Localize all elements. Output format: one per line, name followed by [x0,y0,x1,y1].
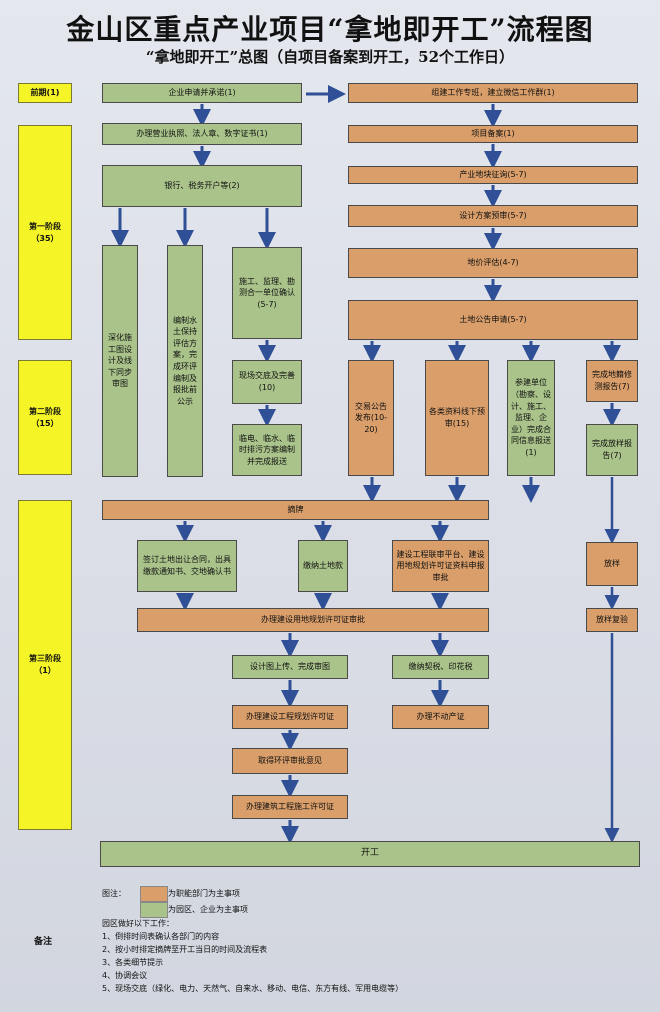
node-site-briefing: 现场交底及完善(10) [232,360,302,404]
node-construction-permit: 办理建筑工程施工许可证 [232,795,348,819]
notes-item-5: 5、现场交底（绿化、电力、天然气、自来水、移动、电信、东方有线、军用电缆等） [102,984,404,993]
node-design-prereview: 设计方案预审(5-7) [348,205,638,227]
node-engineering-planning-permit: 办理建设工程规划许可证 [232,705,348,729]
node-delisting: 摘牌 [102,500,489,520]
legend-green-text: 为园区、企业为主事项 [168,905,248,914]
node-setout-report: 完成放样报告(7) [586,424,638,476]
node-project-filing: 项目备案(1) [348,125,638,143]
node-land-contract: 签订土地出让合同，出具缴款通知书、交地确认书 [137,540,237,592]
stage-pre: 前期(1) [18,83,72,103]
legend-orange-text: 为职能部门为主事项 [168,889,240,898]
node-business-license: 办理营业执照、法人章、数字证书(1) [102,123,302,145]
node-setout: 放样 [586,542,638,586]
notes-item-1: 1、倒排时间表确认各部门的内容 [102,932,220,941]
page-subtitle: “拿地即开工”总图（自项目备案到开工，52个工作日） [145,48,515,66]
stage-one: 第一阶段（35） [18,125,72,340]
node-property-certificate: 办理不动产证 [392,705,489,729]
node-bank-tax: 银行、税务开户等(2) [102,165,302,207]
node-deed-tax: 缴纳契税、印花税 [392,655,489,679]
node-planning-platform: 建设工程联审平台、建设用地规划许可证资料申报审批 [392,540,489,592]
notes-label: 备注 [34,937,53,947]
node-trade-announcement: 交易公告发布(10-20) [348,360,394,476]
legend-orange-swatch [140,886,168,902]
node-water-soil-eia: 编制水土保持评估方案，完成环评编制及报批前公示 [167,245,203,477]
node-land-announcement: 土地公告申请(5-7) [348,300,638,340]
node-land-payment: 缴纳土地款 [298,540,348,592]
node-commencement: 开工 [100,841,640,867]
stage-two: 第二阶段（15） [18,360,72,475]
node-unit-confirmation: 施工、监理、勘测合一单位确认(5-7) [232,247,302,339]
node-temp-utilities: 临电、临水、临时排污方案编制并完成报送 [232,424,302,476]
legend-label: 图注： [102,889,126,898]
notes-item-4: 4、协调会议 [102,971,148,980]
node-land-price: 地价评估(4-7) [348,248,638,278]
node-land-planning-permit: 办理建设用地规划许可证审批 [137,608,489,632]
node-document-prereview: 各类资料线下预审(15) [425,360,489,476]
node-contract-info: 参建单位（勘察、设计、施工、监理、企业）完成合同信息报送(1) [507,360,555,476]
legend-green-swatch [140,902,168,918]
stage-three: 第三阶段（1） [18,500,72,830]
notes-item-3: 3、各类细节提示 [102,958,164,967]
node-cadastral-report: 完成地籍修测报告(7) [586,360,638,402]
node-setout-recheck: 放样复验 [586,608,638,632]
node-design-upload: 设计图上传、完成审图 [232,655,348,679]
page-title: 金山区重点产业项目“拿地即开工”流程图 [66,13,594,46]
notes-item-2: 2、按小时排定摘牌至开工当日的时间及流程表 [102,945,268,954]
node-enterprise-application: 企业申请并承诺(1) [102,83,302,103]
notes-intro: 园区做好以下工作： [102,919,174,928]
node-land-inquiry: 产业地块征询(5-7) [348,166,638,184]
node-eia-approval: 取得环评审批意见 [232,748,348,774]
node-construction-drawing: 深化施工图设计及线下同步审图 [102,245,138,477]
node-task-force: 组建工作专班，建立微信工作群(1) [348,83,638,103]
